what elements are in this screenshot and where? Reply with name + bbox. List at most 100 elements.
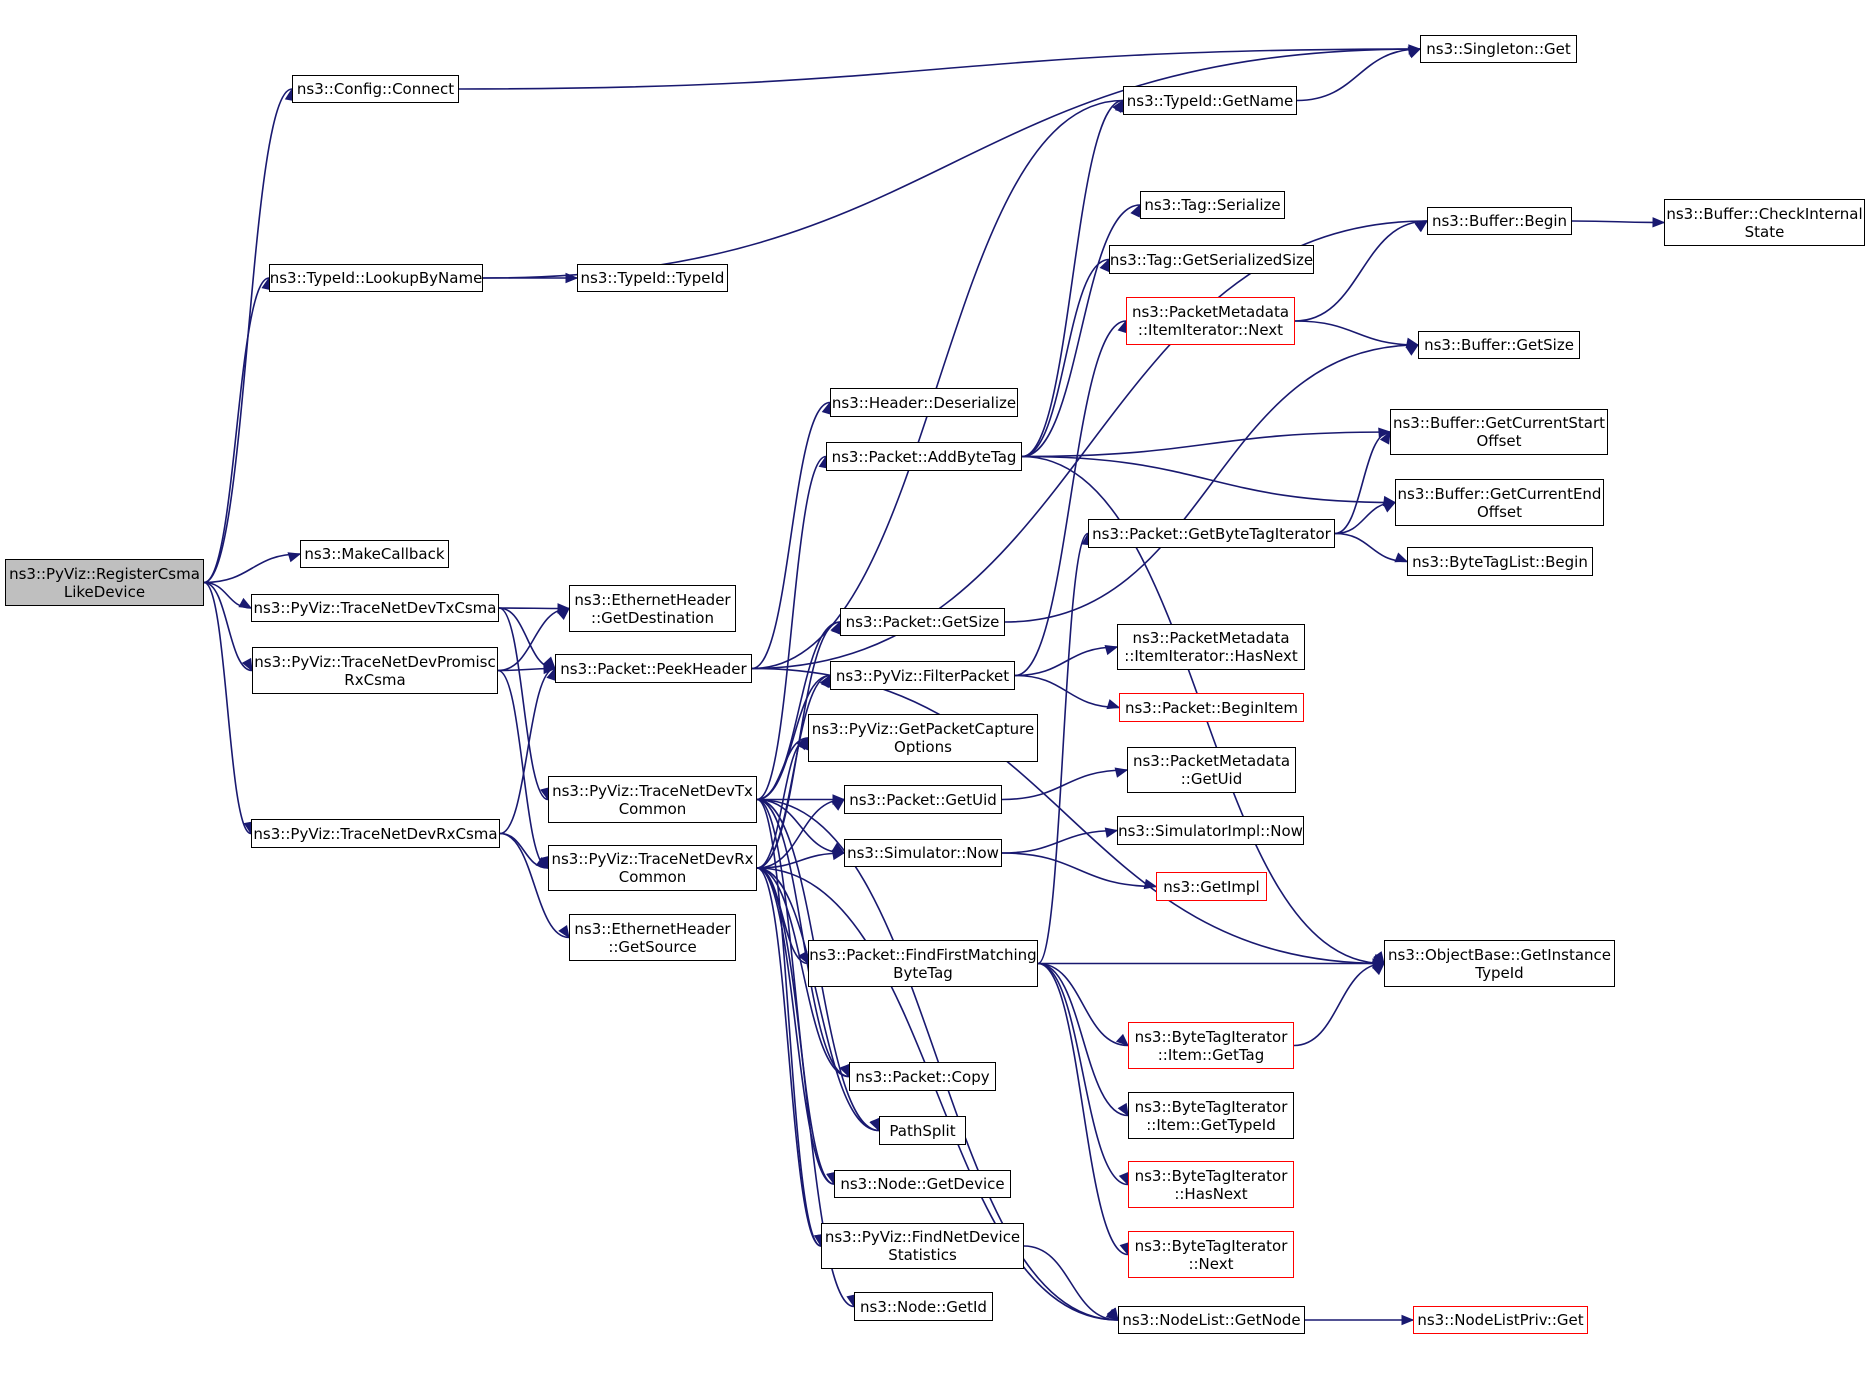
node-tag-serialize[interactable]: ns3::Tag::Serialize	[1140, 191, 1285, 219]
edge-packet_addbytetag-to-buffer_getcurrentendoffset	[1021, 455, 1396, 504]
edge-pyviz_filterpacket-to-pm_itemiterator_next	[1014, 320, 1127, 677]
node-nodelistpriv-get[interactable]: ns3::NodeListPriv::Get	[1413, 1306, 1588, 1334]
edge-tracenetdevrxcommon-to-simulator_now	[756, 852, 845, 869]
edge-packet_findfirstmatchingbytetag-to-packet_getbytetagiterator	[1037, 532, 1089, 965]
edge-tracenetdevrxcommon-to-nodelist_getnode	[756, 867, 1119, 1321]
node-ethernetheader-getsource[interactable]: ns3::EthernetHeader ::GetSource	[569, 914, 736, 961]
node-pathsplit[interactable]: PathSplit	[879, 1116, 966, 1145]
node-pyviz-filterpacket[interactable]: ns3::PyViz::FilterPacket	[830, 661, 1015, 690]
edge-tracenetdevtxcommon-to-packet_addbytetag	[756, 455, 827, 801]
edge-simulator_now-to-simulatorimpl_now	[1001, 829, 1118, 854]
node-buffer-getsize[interactable]: ns3::Buffer::GetSize	[1418, 331, 1580, 359]
node-packet-peekheader[interactable]: ns3::Packet::PeekHeader	[555, 654, 752, 683]
edge-arrowhead	[287, 552, 302, 563]
node-buffer-checkinternalstate[interactable]: ns3::Buffer::CheckInternal State	[1664, 199, 1865, 246]
node-node-getid[interactable]: ns3::Node::GetId	[854, 1292, 993, 1321]
node-config-connect[interactable]: ns3::Config::Connect	[292, 75, 459, 103]
node-buffer-getcurrentstartoffset[interactable]: ns3::Buffer::GetCurrentStart Offset	[1390, 409, 1608, 455]
node-makecallback[interactable]: ns3::MakeCallback	[300, 540, 449, 568]
node-packet-findfirstmatchingbytetag[interactable]: ns3::Packet::FindFirstMatching ByteTag	[808, 940, 1038, 987]
edge-root-to-makecallback	[203, 553, 301, 584]
node-header-deserialize[interactable]: ns3::Header::Deserialize	[830, 388, 1018, 417]
node-tag-getserializedsize[interactable]: ns3::Tag::GetSerializedSize	[1109, 245, 1314, 274]
edge-tracenetdevrxcommon-to-node_getid	[756, 867, 855, 1308]
node-getimpl[interactable]: ns3::GetImpl	[1156, 872, 1267, 901]
node-bytetagiterator-next[interactable]: ns3::ByteTagIterator ::Next	[1128, 1231, 1294, 1278]
edge-arrowhead	[558, 925, 570, 939]
edge-root-to-tracenetdevrxcsma	[203, 581, 252, 835]
edge-arrowhead	[1117, 1102, 1129, 1117]
node-pyviz-tracenetdevtxcsma[interactable]: ns3::PyViz::TraceNetDevTxCsma	[251, 594, 499, 622]
edge-arrowhead	[1414, 220, 1429, 232]
edge-root-to-typeid_lookupbyname	[203, 277, 270, 584]
edge-tracenetdevrxcommon-to-pathsplit	[756, 867, 880, 1132]
node-bytetagiterator-hasnext[interactable]: ns3::ByteTagIterator ::HasNext	[1128, 1161, 1294, 1208]
edge-packet_addbytetag-to-tag_serialize	[1021, 204, 1141, 458]
edge-packet_getuid-to-pm_getuid	[1001, 769, 1128, 801]
edge-simulator_now-to-getimpl	[1001, 852, 1157, 888]
edge-arrowhead	[831, 849, 846, 861]
edge-arrowhead	[1114, 767, 1129, 778]
node-bytetaglist-begin[interactable]: ns3::ByteTagList::Begin	[1407, 547, 1593, 576]
node-packetmetadata-itemiterator-next[interactable]: ns3::PacketMetadata ::ItemIterator::Next	[1126, 297, 1295, 345]
edge-arrowhead	[556, 607, 570, 621]
node-typeid-getname[interactable]: ns3::TypeId::GetName	[1123, 86, 1297, 115]
edge-arrowhead	[1104, 645, 1119, 656]
node-buffer-getcurrentendoffset[interactable]: ns3::Buffer::GetCurrentEnd Offset	[1395, 479, 1604, 526]
edge-tracenetdevrxcommon-to-packet_getuid	[756, 798, 845, 869]
edge-arrowhead	[535, 857, 550, 869]
node-node-getdevice[interactable]: ns3::Node::GetDevice	[834, 1170, 1011, 1198]
node-bytetagiterator-item-gettag[interactable]: ns3::ByteTagIterator ::Item::GetTag	[1128, 1022, 1294, 1069]
node-pyviz-findnetdevicestatistics[interactable]: ns3::PyViz::FindNetDevice Statistics	[821, 1223, 1024, 1269]
edge-pm_itemiterator_next-to-buffer_begin	[1294, 220, 1428, 322]
node-packet-beginitem[interactable]: ns3::Packet::BeginItem	[1119, 693, 1304, 722]
edge-packet_addbytetag-to-typeid_getname	[1021, 99, 1124, 458]
edge-tracenetdevpromiscrxcsma-to-tracenetdevrxcommon	[497, 669, 549, 869]
node-packet-addbytetag[interactable]: ns3::Packet::AddByteTag	[826, 442, 1022, 471]
edge-arrowhead	[241, 657, 253, 672]
edge-arrowhead	[1104, 827, 1119, 838]
edge-packet_findfirstmatchingbytetag-to-bti_next	[1037, 962, 1129, 1256]
node-ethernetheader-getdestination[interactable]: ns3::EthernetHeader ::GetDestination	[569, 585, 736, 632]
node-packet-getbytetagiterator[interactable]: ns3::Packet::GetByteTagIterator	[1088, 519, 1335, 548]
node-pyviz-tracenetdevrxcsma[interactable]: ns3::PyViz::TraceNetDevRxCsma	[251, 819, 500, 848]
node-pyviz-tracenetdevrxcommon[interactable]: ns3::PyViz::TraceNetDevRx Common	[548, 845, 757, 891]
edge-tracenetdevrxcommon-to-packet_copy	[756, 867, 850, 1078]
node-packet-getuid[interactable]: ns3::Packet::GetUid	[844, 785, 1002, 814]
edge-tracenetdevrxcommon-to-pyviz_filterpacket	[756, 674, 831, 869]
node-simulatorimpl-now[interactable]: ns3::SimulatorImpl::Now	[1117, 816, 1304, 845]
edge-tracenetdevtxcommon-to-node_getdevice	[756, 798, 835, 1185]
edge-packet_findfirstmatchingbytetag-to-bti_item_gettag	[1037, 962, 1129, 1047]
edge-arrowhead	[1143, 878, 1158, 890]
node-packetmetadata-itemiterator-hasnext[interactable]: ns3::PacketMetadata ::ItemIterator::HasN…	[1117, 624, 1305, 670]
edge-packet_getsize-to-buffer_getsize	[1004, 344, 1419, 623]
edge-arrowhead	[1407, 48, 1422, 59]
edge-tracenetdevtxcommon-to-pyviz_getpacketcaptureoptions	[756, 737, 809, 801]
edge-typeid_getname-to-singleton_get	[1296, 48, 1421, 102]
node-bytetagiterator-item-gettypeid[interactable]: ns3::ByteTagIterator ::Item::GetTypeId	[1128, 1092, 1294, 1139]
node-pyviz-getpacketcaptureoptions[interactable]: ns3::PyViz::GetPacketCapture Options	[808, 714, 1038, 762]
node-typeid-lookupbyname[interactable]: ns3::TypeId::LookupByName	[269, 264, 483, 292]
node-packet-copy[interactable]: ns3::Packet::Copy	[849, 1062, 996, 1091]
edge-tracenetdevpromiscrxcsma-to-ethernetheader_getdestination	[497, 607, 570, 672]
node-nodelist-getnode[interactable]: ns3::NodeList::GetNode	[1118, 1306, 1305, 1334]
node-typeid-typeid[interactable]: ns3::TypeId::TypeId	[577, 264, 728, 292]
edge-pm_itemiterator_next-to-buffer_getsize	[1294, 320, 1419, 346]
edge-arrowhead	[1106, 699, 1121, 710]
node-simulator-now[interactable]: ns3::Simulator::Now	[844, 839, 1002, 867]
edge-packet_getbytetagiterator-to-buffer_getcurrentstartoffset	[1334, 431, 1391, 535]
edge-root-to-tracenetdevpromiscrxcsma	[203, 581, 253, 672]
edge-tracenetdevtxcommon-to-findnetdevicestatistics	[756, 798, 822, 1247]
node-packet-getsize[interactable]: ns3::Packet::GetSize	[840, 608, 1005, 636]
node-singleton-get[interactable]: ns3::Singleton::Get	[1420, 35, 1577, 63]
edge-packet_addbytetag-to-tag_getserializedsize	[1021, 258, 1110, 458]
edge-arrowhead	[1130, 203, 1141, 218]
node-buffer-begin[interactable]: ns3::Buffer::Begin	[1427, 207, 1572, 235]
node-pyviz-tracenetdevtxcommon[interactable]: ns3::PyViz::TraceNetDevTx Common	[548, 776, 757, 823]
edge-arrowhead	[831, 798, 846, 811]
node-objectbase-getinstancetypeid[interactable]: ns3::ObjectBase::GetInstance TypeId	[1384, 940, 1615, 987]
node-pyviz-tracenetdevpromiscrxcsma[interactable]: ns3::PyViz::TraceNetDevPromisc RxCsma	[252, 647, 498, 694]
node-packetmetadata-getuid[interactable]: ns3::PacketMetadata ::GetUid	[1127, 747, 1296, 793]
